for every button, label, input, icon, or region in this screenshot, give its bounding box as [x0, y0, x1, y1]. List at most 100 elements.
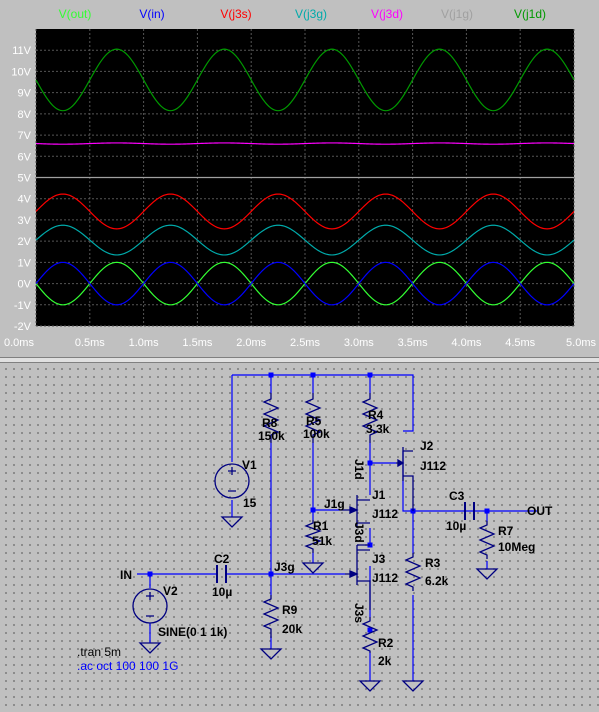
series-line-vj3d[interactable] — [35, 142, 575, 145]
x-tick-label: 4.5ms — [505, 337, 535, 349]
x-tick-label: 1.5ms — [182, 337, 212, 349]
y-tick-label: 8V — [18, 109, 32, 121]
r9-value[interactable]: 20k — [282, 622, 302, 636]
schematic-junctions — [147, 372, 490, 633]
y-tick-label: 4V — [18, 194, 32, 206]
r9-label[interactable]: R9 — [282, 603, 298, 617]
y-tick-label: 5V — [18, 173, 32, 185]
x-tick-label: 0.5ms — [75, 337, 105, 349]
r3-value[interactable]: 6.2k — [425, 574, 449, 588]
legend-entry[interactable]: V(j3d) — [371, 7, 403, 21]
net-label-j1g[interactable]: J1g — [324, 497, 345, 511]
r8-symbol — [262, 393, 280, 443]
directive-tran[interactable]: .tran 5m — [77, 645, 121, 659]
ground-symbol — [358, 680, 382, 692]
j3-value[interactable]: J112 — [372, 571, 398, 585]
x-tick-label: 2.5ms — [290, 337, 320, 349]
y-tick-label: -2V — [14, 321, 32, 333]
y-tick-label: 9V — [18, 88, 32, 100]
j1-value[interactable]: J112 — [372, 507, 398, 521]
schematic-pane[interactable]: R8 150k R5 100k R4 3.3k V1 15 R1 51k J1 … — [0, 363, 599, 707]
legend-entry[interactable]: V(j3g) — [295, 7, 327, 21]
net-label-out[interactable]: OUT — [527, 504, 553, 518]
ground-symbol — [475, 568, 499, 580]
v2-value[interactable]: SINE(0 1 1k) — [158, 625, 227, 639]
r1-label[interactable]: R1 — [313, 519, 329, 533]
ground-symbol — [220, 516, 244, 528]
legend-entry[interactable]: V(j3s) — [220, 7, 251, 21]
y-tick-label: 11V — [12, 45, 31, 57]
r4-symbol — [361, 393, 379, 443]
r7-value[interactable]: 10Meg — [498, 540, 535, 554]
schematic-components — [132, 393, 499, 692]
r7-label[interactable]: R7 — [498, 524, 514, 538]
r5-label[interactable]: R5 — [306, 414, 322, 428]
directive-ac[interactable]: .ac oct 100 100 1G — [77, 659, 178, 673]
r3-symbol — [404, 553, 422, 591]
ground-symbol — [259, 648, 283, 660]
y-tick-label: 7V — [18, 130, 32, 142]
x-tick-label: 0.0ms — [4, 337, 34, 349]
c2-value[interactable]: 10µ — [212, 585, 232, 599]
v2-symbol — [132, 588, 168, 624]
j3-label[interactable]: J3 — [372, 552, 386, 566]
x-tick-label: 5.0ms — [566, 337, 596, 349]
v1-value[interactable]: 15 — [243, 496, 257, 510]
r1-symbol — [304, 520, 322, 553]
net-label-in[interactable]: IN — [120, 568, 132, 582]
c3-label[interactable]: C3 — [449, 489, 465, 503]
waveform-plot[interactable]: V(out) V(in) V(j3s) V(j3g) V(j3d) V(j1g) V(j1d… — [0, 0, 599, 358]
y-tick-label: 3V — [18, 215, 32, 227]
y-tick-label: 0V — [18, 279, 32, 291]
legend-entry[interactable]: V(out) — [59, 7, 92, 21]
net-label-j3d[interactable]: J3d — [352, 522, 366, 543]
schematic-canvas[interactable]: R8 150k R5 100k R4 3.3k V1 15 R1 51k J1 … — [0, 363, 599, 707]
net-label-j3g[interactable]: J3g — [274, 560, 295, 574]
net-label-j1d[interactable]: J1d — [352, 459, 366, 480]
waveform-viewer-pane[interactable]: V(out) V(in) V(j3s) V(j3g) V(j3d) V(j1g) V(j1d… — [0, 0, 599, 358]
c2-label[interactable]: C2 — [214, 552, 230, 566]
r2-symbol — [361, 617, 379, 653]
c2-symbol — [216, 565, 227, 583]
legend-entry[interactable]: V(j1g) — [441, 7, 473, 21]
j2-symbol — [396, 447, 414, 511]
v1-label[interactable]: V1 — [242, 458, 257, 472]
ground-symbol — [301, 562, 325, 574]
r5-value[interactable]: 100k — [303, 427, 330, 441]
y-tick-label: 10V — [11, 66, 31, 78]
x-tick-label: 1.0ms — [129, 337, 159, 349]
r4-value[interactable]: 3.3k — [366, 422, 390, 436]
net-label-j3s[interactable]: J3s — [352, 603, 366, 623]
series-line-vj1d[interactable] — [35, 48, 575, 112]
legend-entry[interactable]: V(j1d) — [514, 7, 546, 21]
ground-symbol — [401, 680, 425, 692]
spice-directives: .tran 5m .ac oct 100 100 1G — [77, 645, 178, 673]
y-tick-label: 6V — [18, 151, 32, 163]
series-line-vin[interactable] — [35, 261, 575, 306]
schematic-wires — [137, 374, 537, 681]
plot-series — [35, 48, 575, 306]
series-line-vj3s[interactable] — [35, 193, 575, 230]
r9-symbol — [262, 595, 280, 638]
series-line-vj3g[interactable] — [35, 224, 575, 256]
r2-label[interactable]: R2 — [378, 636, 394, 650]
r8-value[interactable]: 150k — [258, 429, 285, 443]
pane-divider[interactable] — [0, 357, 599, 363]
c3-value[interactable]: 10µ — [446, 519, 466, 533]
r1-value[interactable]: 51k — [312, 534, 332, 548]
j2-value[interactable]: J112 — [420, 459, 446, 473]
legend-entry[interactable]: V(in) — [139, 7, 164, 21]
ground-symbol — [138, 642, 162, 654]
r2-value[interactable]: 2k — [378, 654, 392, 668]
j2-label[interactable]: J2 — [420, 439, 434, 453]
x-tick-label: 3.0ms — [344, 337, 374, 349]
r5-symbol — [304, 393, 322, 443]
j1-symbol — [341, 495, 370, 528]
r3-label[interactable]: R3 — [425, 556, 441, 570]
j1-label[interactable]: J1 — [372, 488, 386, 502]
r4-label[interactable]: R4 — [368, 408, 384, 422]
r8-label[interactable]: R8 — [262, 416, 278, 430]
v1-symbol — [214, 463, 250, 499]
v2-label[interactable]: V2 — [163, 584, 178, 598]
